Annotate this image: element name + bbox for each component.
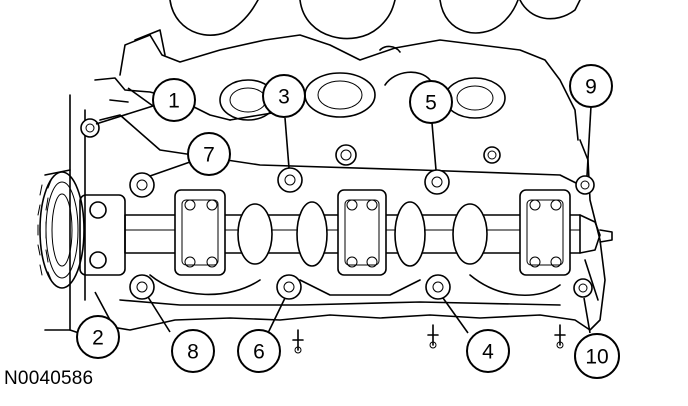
svg-text:2: 2 [92, 327, 104, 350]
figure-id-label: N0040586 [4, 368, 94, 389]
svg-text:5: 5 [425, 92, 437, 115]
callout-8: 8 [171, 329, 215, 373]
callout-9: 9 [569, 64, 613, 108]
svg-text:7: 7 [203, 144, 215, 167]
engine-line-art [37, 0, 613, 354]
callout-1: 1 [152, 78, 196, 122]
callout-2: 2 [76, 315, 120, 359]
head-bolts [80, 118, 595, 300]
camshaft [124, 189, 613, 276]
svg-text:4: 4 [482, 341, 494, 364]
callout-7: 7 [187, 132, 231, 176]
svg-text:6: 6 [253, 341, 265, 364]
svg-text:1: 1 [168, 90, 180, 113]
head-casting-upper [94, 34, 579, 141]
callout-5: 5 [409, 80, 453, 124]
leader-lines [94, 87, 592, 334]
svg-text:9: 9 [585, 76, 597, 99]
callout-10: 10 [574, 333, 620, 379]
cylinder-bores [134, 0, 581, 56]
callout-4: 4 [466, 329, 510, 373]
svg-text:8: 8 [187, 341, 199, 364]
svg-text:3: 3 [278, 86, 290, 109]
callout-6: 6 [237, 329, 281, 373]
callout-3: 3 [262, 74, 306, 118]
head-casting-lower [149, 259, 599, 354]
camshaft-sprocket [37, 171, 126, 289]
svg-text:10: 10 [585, 346, 608, 369]
exhaust-ports [219, 71, 506, 166]
